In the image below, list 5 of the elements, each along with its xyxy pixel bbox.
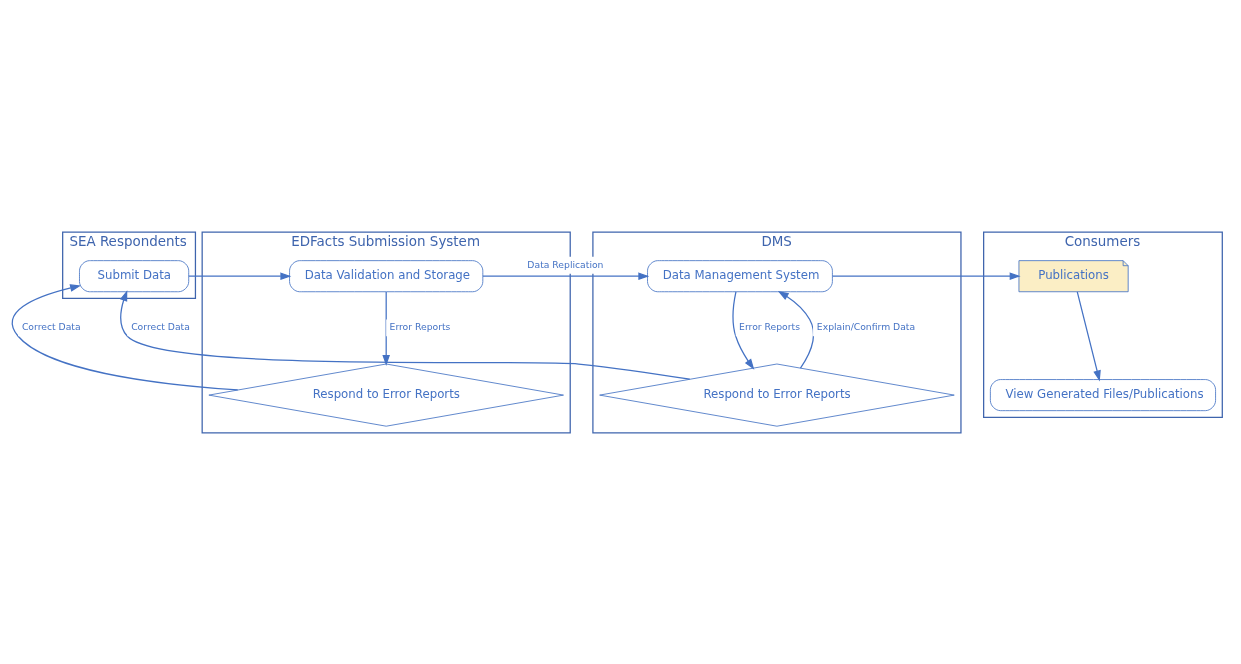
edge-label: Error Reports <box>739 320 800 332</box>
edge-label: Correct Data <box>131 320 190 332</box>
edge-label: Explain/Confirm Data <box>816 320 916 332</box>
edge-label: Correct Data <box>21 320 81 332</box>
edge-label: Error Reports <box>389 320 451 332</box>
